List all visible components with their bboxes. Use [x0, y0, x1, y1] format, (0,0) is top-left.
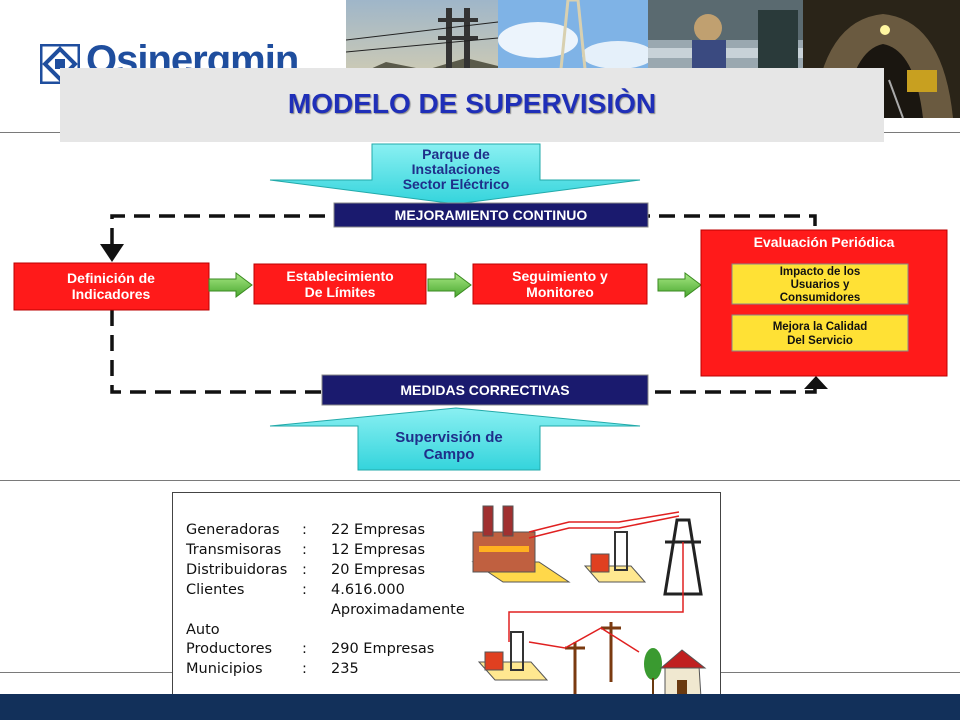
stat-label: Productores — [186, 641, 273, 657]
stat-separator: : — [302, 522, 307, 538]
step1-line2: Indicadores — [72, 286, 151, 302]
step1-box — [13, 262, 210, 311]
bottom-input-arrow: Supervisión de Campo — [269, 407, 641, 471]
stat-separator: : — [302, 562, 307, 578]
green-arrow-2 — [427, 272, 472, 298]
divider-top-right — [884, 132, 960, 133]
evaluation-item2-box — [731, 314, 909, 352]
evaluation-item1-line1: Impacto de los — [780, 266, 861, 278]
step3-box — [472, 263, 648, 305]
step2-line2: De Límites — [305, 284, 376, 300]
divider-lower — [0, 672, 172, 673]
stat-value: 290 Empresas — [331, 641, 435, 657]
supervision-model-diagram: Parque de Instalaciones Sector Eléctrico… — [13, 143, 948, 471]
mejoramiento-box — [333, 202, 649, 228]
stat-label: Auto — [186, 622, 220, 638]
loop-arrow-up — [804, 376, 828, 389]
page-title: MODELO DE SUPERVISIÒN — [287, 88, 657, 119]
top-input-line2: Instalaciones — [412, 161, 501, 177]
step1-line1: Definición de — [67, 270, 155, 286]
stat-value: 20 Empresas — [331, 562, 426, 578]
evaluation-title: Evaluación Periódica — [754, 234, 895, 250]
mejoramiento-label: MEJORAMIENTO CONTINUO — [395, 207, 588, 223]
divider-middle — [0, 480, 960, 481]
divider-top — [0, 132, 60, 133]
medidas-box — [321, 374, 649, 406]
evaluation-item2-line1: Mejora la Calidad — [773, 321, 868, 333]
evaluation-item2-line2: Del Servicio — [787, 335, 853, 347]
stat-value: Aproximadamente — [331, 602, 465, 618]
loop-arrow-down — [100, 244, 124, 262]
footer-bar — [0, 694, 960, 720]
top-input-line3: Sector Eléctrico — [403, 176, 510, 192]
electric-infrastructure-illustration — [469, 502, 719, 714]
step3-line2: Monitoreo — [526, 284, 594, 300]
stat-value: 12 Empresas — [331, 542, 426, 558]
medidas-label: MEDIDAS CORRECTIVAS — [400, 382, 569, 398]
top-input-line1: Parque de — [422, 146, 490, 162]
green-arrow-3 — [657, 272, 702, 298]
stat-separator: : — [302, 582, 307, 598]
step2-box — [253, 263, 427, 305]
stat-label: Transmisoras — [186, 542, 282, 558]
evaluation-item1-line2: Usuarios y — [791, 279, 850, 291]
stat-value: 22 Empresas — [331, 522, 426, 538]
top-input-arrow: Parque de Instalaciones Sector Eléctrico — [269, 143, 641, 205]
bottom-input-line2: Campo — [424, 446, 475, 463]
stat-value: 4.616.000 — [331, 582, 405, 598]
step2-line1: Establecimiento — [286, 268, 393, 284]
step3-line1: Seguimiento y — [512, 268, 608, 284]
title-band — [60, 68, 884, 142]
stat-separator: : — [302, 641, 307, 657]
stat-label: Distribuidoras — [186, 562, 288, 578]
evaluation-item1-box — [731, 263, 909, 305]
stat-value: 235 — [331, 661, 359, 677]
stat-separator: : — [302, 542, 307, 558]
stat-label: Generadoras — [186, 522, 280, 538]
stat-label: Clientes — [186, 582, 245, 598]
stat-separator: : — [302, 661, 307, 677]
bottom-input-line1: Supervisión de — [395, 429, 503, 446]
stat-label: Municipios — [186, 661, 263, 677]
green-arrow-1 — [208, 272, 253, 298]
divider-lower-right — [721, 672, 960, 673]
evaluation-item1-line3: Consumidores — [780, 292, 861, 304]
